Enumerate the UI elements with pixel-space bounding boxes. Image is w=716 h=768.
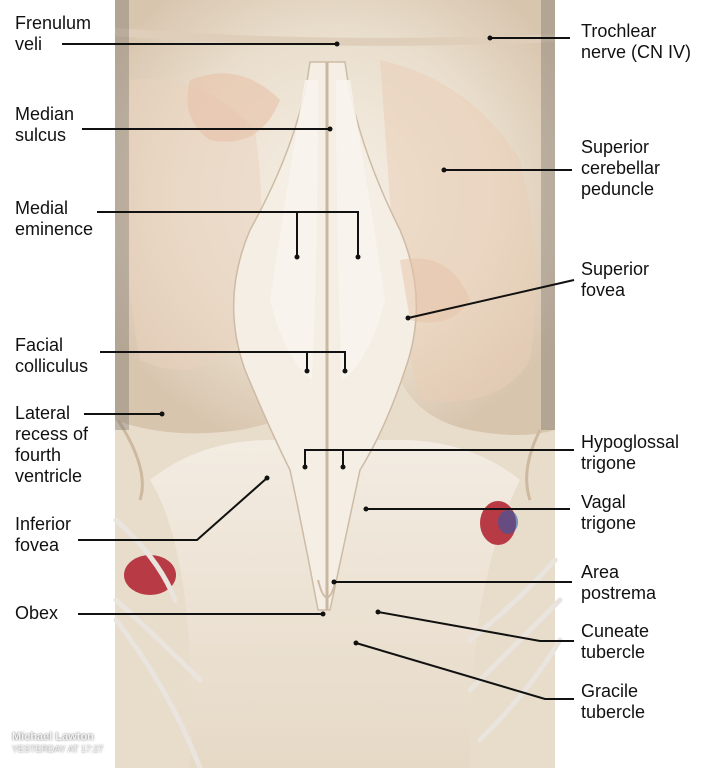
leader-inferior-fovea: [78, 477, 268, 541]
leader-medial-eminence-right: [97, 211, 359, 256]
label-hypoglossal-trigone: Hypoglossal trigone: [581, 432, 680, 473]
leader-superior-fovea: [407, 279, 575, 319]
leader-dots: [159, 35, 493, 646]
leader-hypoglossal-trigone: [304, 449, 574, 466]
label-frenulum-veli: Frenulum veli: [15, 13, 92, 54]
label-superior-cerebellar-peduncle: Superior cerebellar peduncle: [581, 137, 661, 199]
label-superior-fovea: Superior fovea: [581, 259, 650, 300]
specimen-photo: [113, 0, 563, 768]
leader-cuneate-tubercle: [377, 611, 574, 642]
label-area-postrema: Area postrema: [581, 562, 657, 603]
label-gracile-tubercle: Gracile tubercle: [581, 681, 646, 722]
label-obex: Obex: [15, 603, 59, 623]
label-facial-colliculus: Facial colliculus: [15, 335, 89, 376]
label-lateral-recess: Lateral recess of fourth ventricle: [15, 403, 89, 486]
label-vagal-trigone: Vagal trigone: [581, 492, 637, 533]
author-credit: Michael Lawton YESTERDAY AT 17:27: [12, 731, 103, 754]
post-timestamp: YESTERDAY AT 17:27: [12, 744, 104, 754]
author-name: Michael Lawton: [12, 731, 94, 743]
leader-gracile-tubercle: [355, 642, 574, 700]
label-median-sulcus: Median sulcus: [15, 104, 75, 145]
label-medial-eminence: Medial eminence: [15, 198, 94, 239]
label-cuneate-tubercle: Cuneate tubercle: [581, 621, 650, 662]
leader-facial-colliculus-right: [100, 351, 346, 370]
leader-lines: [62, 37, 575, 700]
label-inferior-fovea: Inferior fovea: [15, 514, 72, 555]
label-trochlear-nerve: Trochlear nerve (CN IV): [581, 21, 692, 62]
